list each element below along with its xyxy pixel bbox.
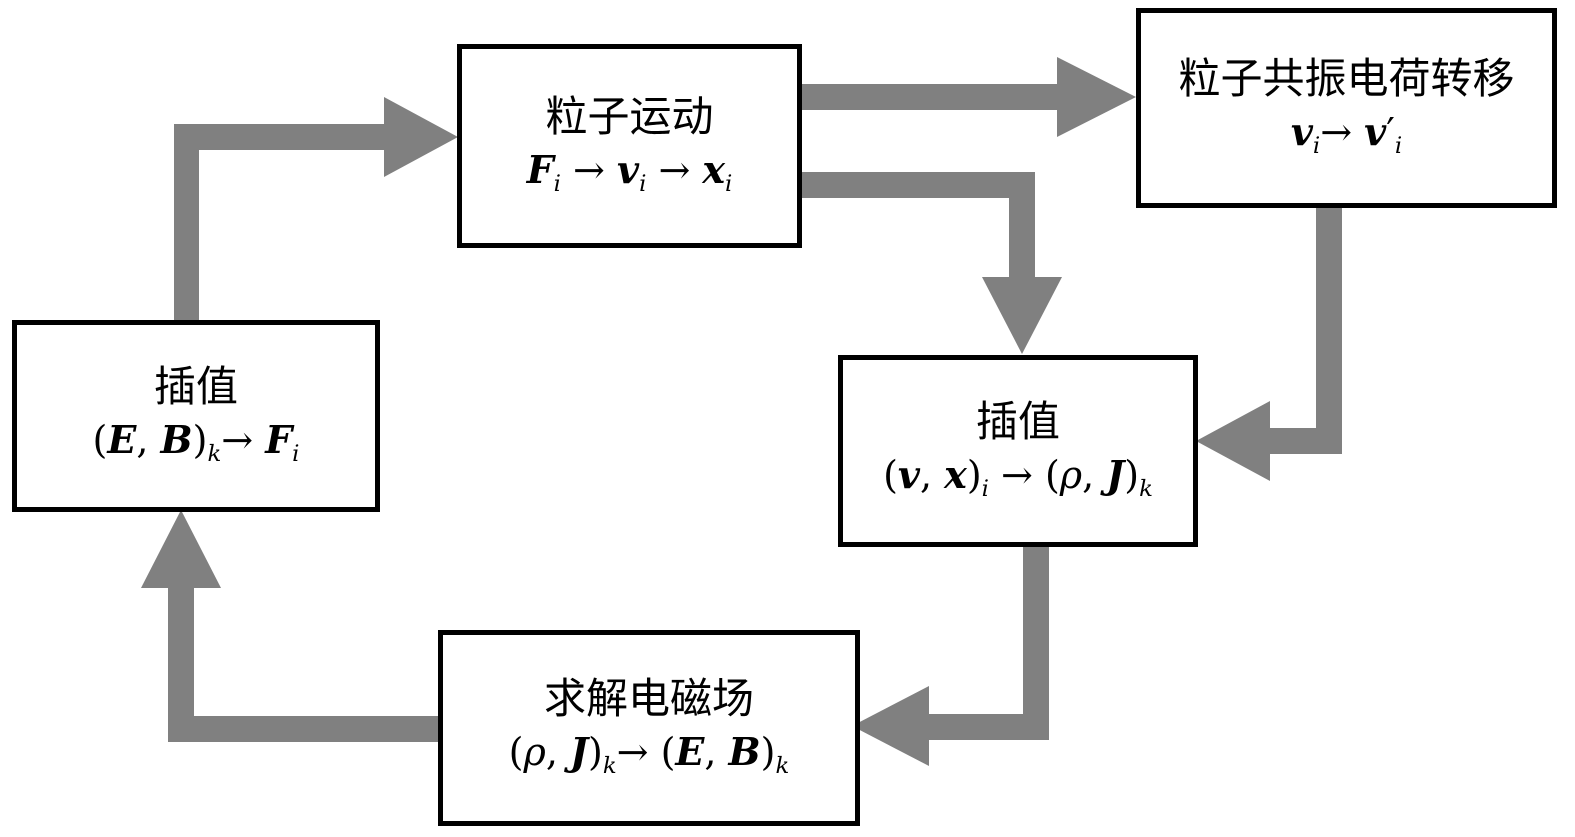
- resonant-charge-transfer-formula: vi→ v′i: [1290, 109, 1403, 160]
- arrow-interp-right-to-solve: [852, 536, 1049, 766]
- arrow-motion-to-resonance: [802, 57, 1136, 137]
- arrow-resonance-to-interp-right: [1196, 207, 1342, 481]
- interpolation-right-formula: (v, x)i → (ρ, J)k: [883, 452, 1153, 503]
- particle-motion-box: 粒子运动 Fi → vi → xi: [457, 44, 802, 248]
- interpolation-right-box: 插值 (v, x)i → (ρ, J)k: [838, 355, 1198, 547]
- particle-motion-title: 粒子运动: [545, 92, 714, 142]
- arrow-interp-left-to-motion: [174, 97, 458, 320]
- interpolation-left-box: 插值 (E, B)k→ Fi: [12, 320, 380, 512]
- particle-motion-formula: Fi → vi → xi: [526, 147, 733, 198]
- solve-em-field-box: 求解电磁场 (ρ, J)k→ (E, B)k: [438, 630, 860, 826]
- interpolation-left-formula: (E, B)k→ Fi: [92, 417, 300, 468]
- solve-em-field-formula: (ρ, J)k→ (E, B)k: [508, 729, 790, 780]
- arrow-solve-to-interp-left: [141, 510, 440, 742]
- solve-em-field-title: 求解电磁场: [543, 674, 754, 724]
- interpolation-right-title: 插值: [975, 397, 1060, 447]
- resonant-charge-transfer-title: 粒子共振电荷转移: [1178, 54, 1515, 104]
- arrow-motion-to-interp-right: [802, 172, 1062, 354]
- resonant-charge-transfer-box: 粒子共振电荷转移 vi→ v′i: [1136, 8, 1557, 208]
- interpolation-left-title: 插值: [153, 362, 238, 412]
